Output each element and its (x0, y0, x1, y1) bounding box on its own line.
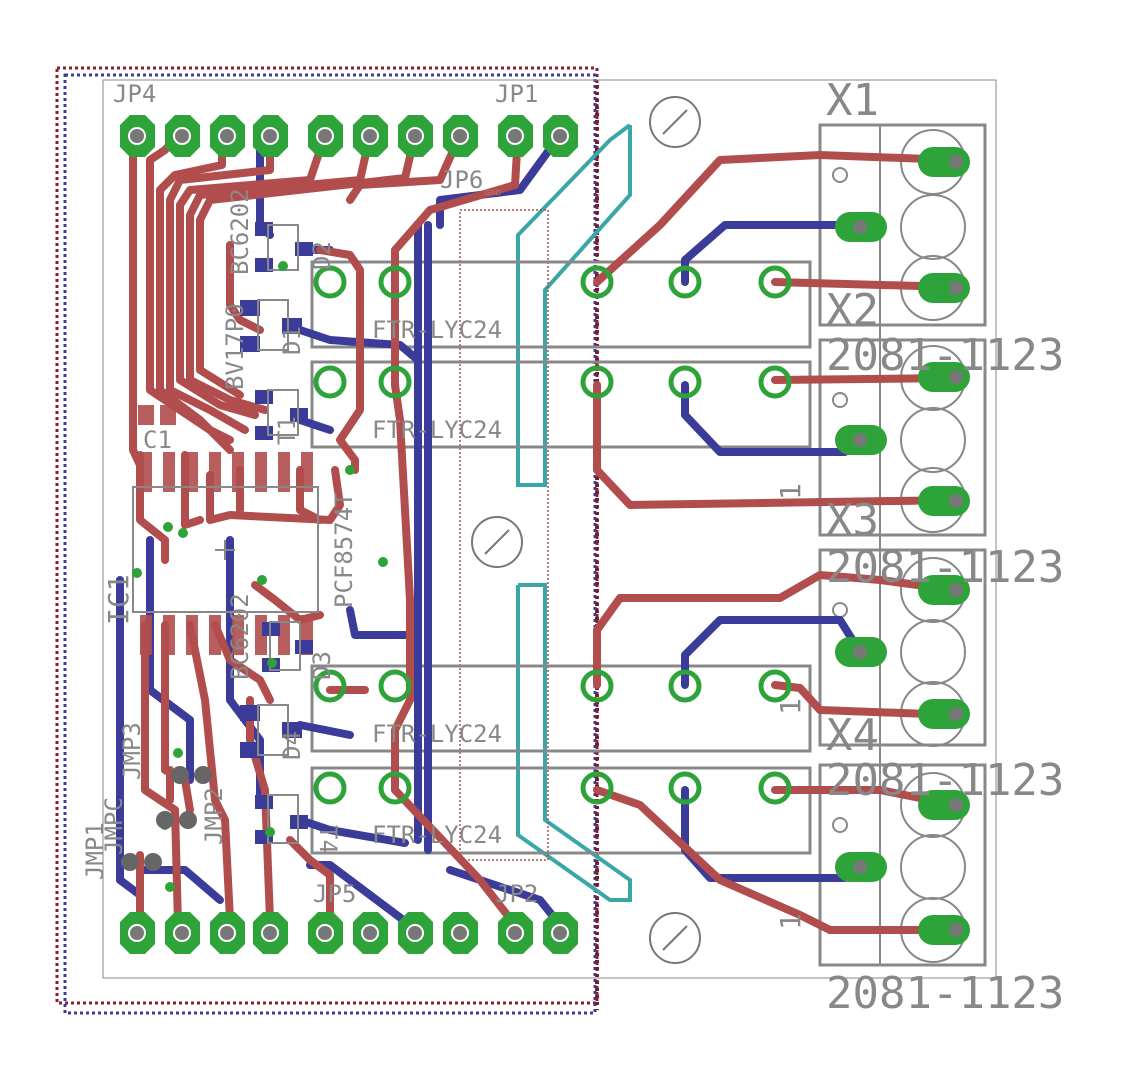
label-jp2: JP2 (495, 880, 538, 908)
label-t4: T4 (314, 825, 342, 854)
pin-one-x3: 1 (774, 698, 807, 715)
isolation-slot-lower (516, 583, 632, 902)
label-x1-part-bottom: 2081-1123 (826, 968, 1064, 1019)
header-pins-top (120, 115, 578, 157)
label-jmp3: JMP3 (118, 722, 146, 780)
pin-one-x2: 1 (774, 483, 807, 500)
label-bc-top: BC6202 (226, 188, 254, 275)
label-c1: C1 (143, 426, 172, 454)
label-x4: X4 (826, 710, 879, 761)
label-x3: X3 (826, 495, 879, 546)
board-outline-bottom (63, 73, 597, 1015)
label-ic1: IC1 (102, 574, 135, 625)
label-d4: D4 (278, 731, 306, 760)
label-x2: X2 (826, 285, 879, 336)
label-x1: X1 (826, 75, 879, 126)
relay-pads (313, 265, 792, 805)
label-d2: D2 (308, 241, 336, 270)
keepout-area (459, 209, 549, 861)
ic1-pads (138, 405, 313, 655)
label-jp4: JP4 (113, 80, 156, 108)
label-x3-part: 2081-1123 (826, 542, 1064, 593)
label-pcf8574t: PCF8574T (330, 492, 358, 608)
component-silkscreen (132, 224, 319, 844)
label-relay-2: FTR-LYC24 (372, 416, 502, 444)
label-jmpc: JMPC (100, 797, 128, 855)
label-d3: D3 (308, 651, 336, 680)
bottom-traces (116, 131, 864, 929)
relay-outlines (310, 260, 812, 855)
label-x4-part: 2081-1123 (826, 755, 1064, 806)
label-t1: T1 (273, 416, 301, 445)
label-x2-part: 2081-1123 (826, 330, 1064, 381)
mounting-hole-icon (471, 96, 701, 964)
label-jmp2: JMP2 (200, 787, 228, 845)
label-jp5: JP5 (313, 880, 356, 908)
label-jmp1: JMP1 (81, 822, 109, 880)
board-outline-top (55, 66, 599, 1005)
label-jp6: JP6 (440, 166, 483, 194)
label-relay-1: FTR-LYC24 (372, 316, 502, 344)
header-pins-bottom (120, 912, 578, 954)
terminal-pads (835, 147, 970, 945)
label-relay-4: FTR-LYC24 (372, 821, 502, 849)
pin-one-x4: 1 (774, 913, 807, 930)
label-jp1: JP1 (495, 80, 538, 108)
isolation-slot-upper (516, 123, 632, 487)
top-traces (129, 131, 964, 934)
label-bc-bottom: BC6202 (226, 593, 254, 680)
label-relay-3: FTR-LYC24 (372, 720, 502, 748)
board-dimension (102, 79, 997, 979)
label-resistor: BV17P0 (221, 303, 249, 390)
net-gnd-label: GND (485, 189, 501, 197)
jumper-pads (121, 766, 212, 871)
label-d1: D1 (278, 326, 306, 355)
